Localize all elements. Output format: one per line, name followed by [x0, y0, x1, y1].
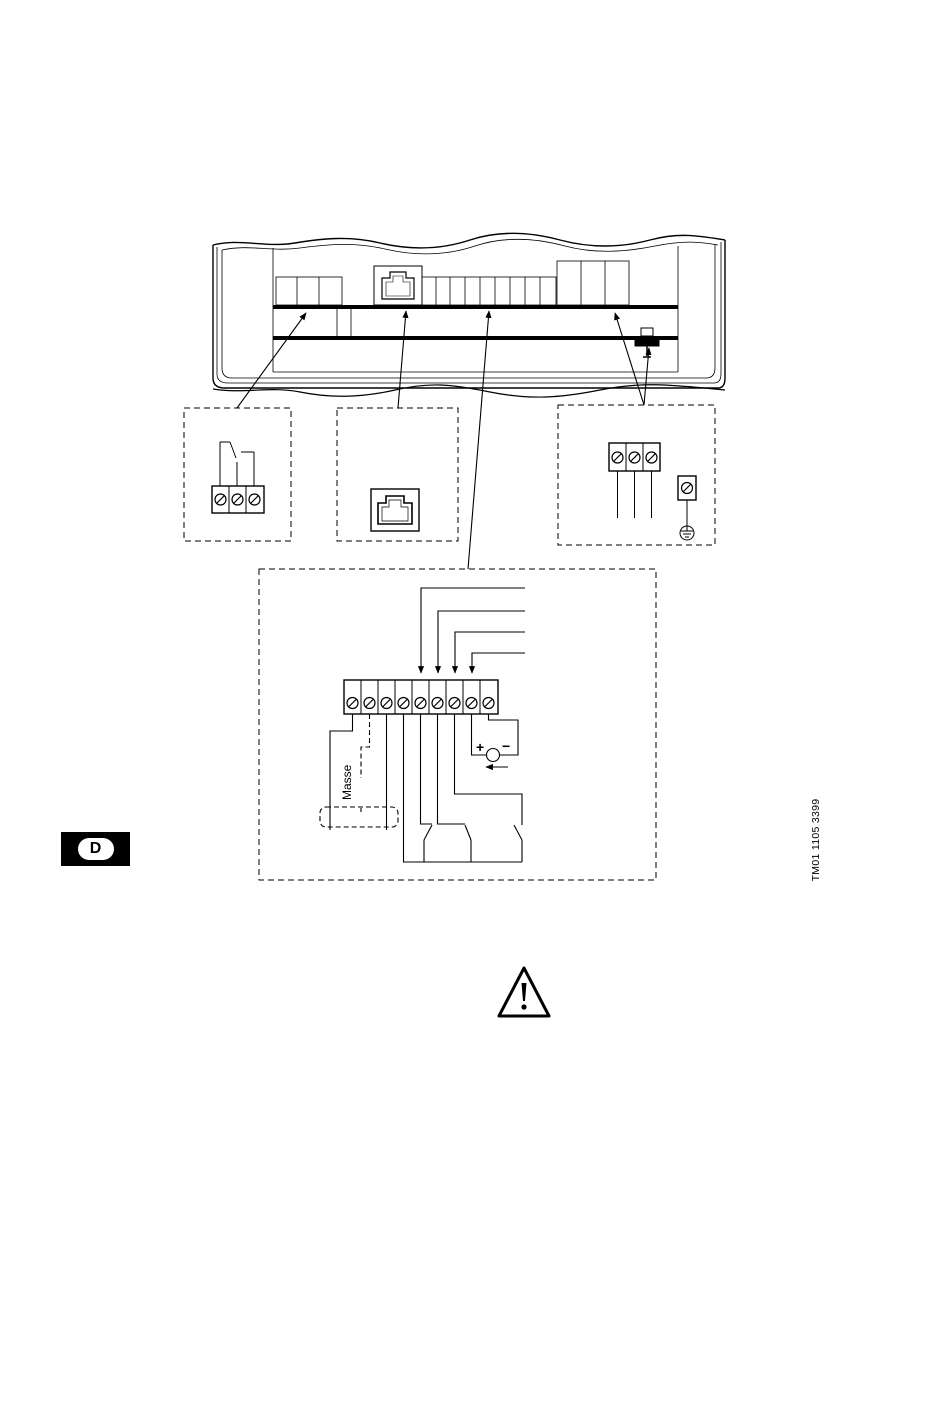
signal-terminal-screws — [347, 698, 494, 709]
detail-signal-terminals — [259, 569, 656, 880]
warning-triangle-icon — [499, 968, 549, 1016]
language-tab-label: D — [78, 838, 114, 860]
detail-relay-output — [184, 408, 291, 541]
detail-rj-socket — [337, 408, 458, 541]
earth-ground-icon — [680, 524, 694, 540]
polarity-plus-label: + — [476, 739, 484, 755]
polarity-minus-label: − — [502, 738, 510, 754]
rj-socket-icon — [371, 489, 419, 531]
figure-code: TM01 1105 3399 — [810, 799, 822, 882]
pcb-terminal-block-signals — [422, 277, 556, 305]
ground-label: Masse — [340, 764, 354, 800]
pcb-rj-socket — [374, 266, 422, 305]
pcb-earth-screw — [635, 328, 659, 357]
controller-housing — [213, 233, 725, 397]
relay-screws — [215, 494, 260, 505]
language-tab: D — [61, 832, 130, 866]
leader-arrows — [237, 311, 649, 569]
pcb-terminal-block-relay — [276, 277, 342, 305]
pcb-rails — [273, 305, 678, 340]
detail-mains-supply — [558, 405, 715, 545]
pcb-terminal-block-mains — [557, 261, 629, 305]
